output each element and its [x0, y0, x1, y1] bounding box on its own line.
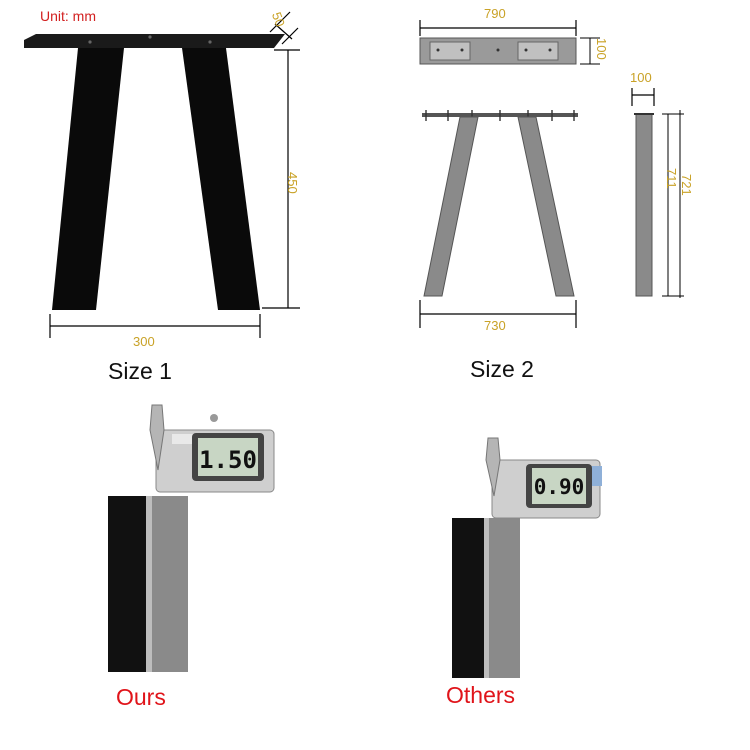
top-plate — [24, 34, 285, 48]
right-leg — [182, 48, 260, 310]
front-right-leg — [517, 116, 575, 297]
size2-side-depth-label: 100 — [630, 70, 652, 85]
left-leg — [52, 48, 124, 310]
size2-top-width-label: 100 — [594, 38, 609, 60]
size2-side-inner-label: 711 — [664, 168, 679, 189]
ours-caliper-photo: 1.50 — [108, 404, 275, 672]
others-caliper-photo: 0.90 — [452, 437, 602, 678]
size1-caption: Size 1 — [108, 358, 172, 384]
others-caption: Others — [446, 682, 516, 708]
size1-leg-drawing — [24, 11, 300, 338]
size2-side-outer-label: 721 — [679, 174, 694, 196]
front-left-leg — [423, 116, 479, 297]
size2-drawing — [419, 20, 684, 328]
ours-caption: Ours — [116, 684, 166, 710]
unit-label: Unit: mm — [40, 8, 96, 24]
size1-width-label: 300 — [133, 334, 155, 349]
size2-bottom-width-label: 730 — [484, 318, 506, 333]
size2-top-length-label: 790 — [484, 6, 506, 21]
others-reading: 0.90 — [534, 475, 585, 499]
size2-caption: Size 2 — [470, 356, 534, 382]
side-view-leg — [635, 113, 653, 297]
ours-reading: 1.50 — [199, 446, 257, 474]
size1-height-label: 450 — [285, 172, 300, 194]
